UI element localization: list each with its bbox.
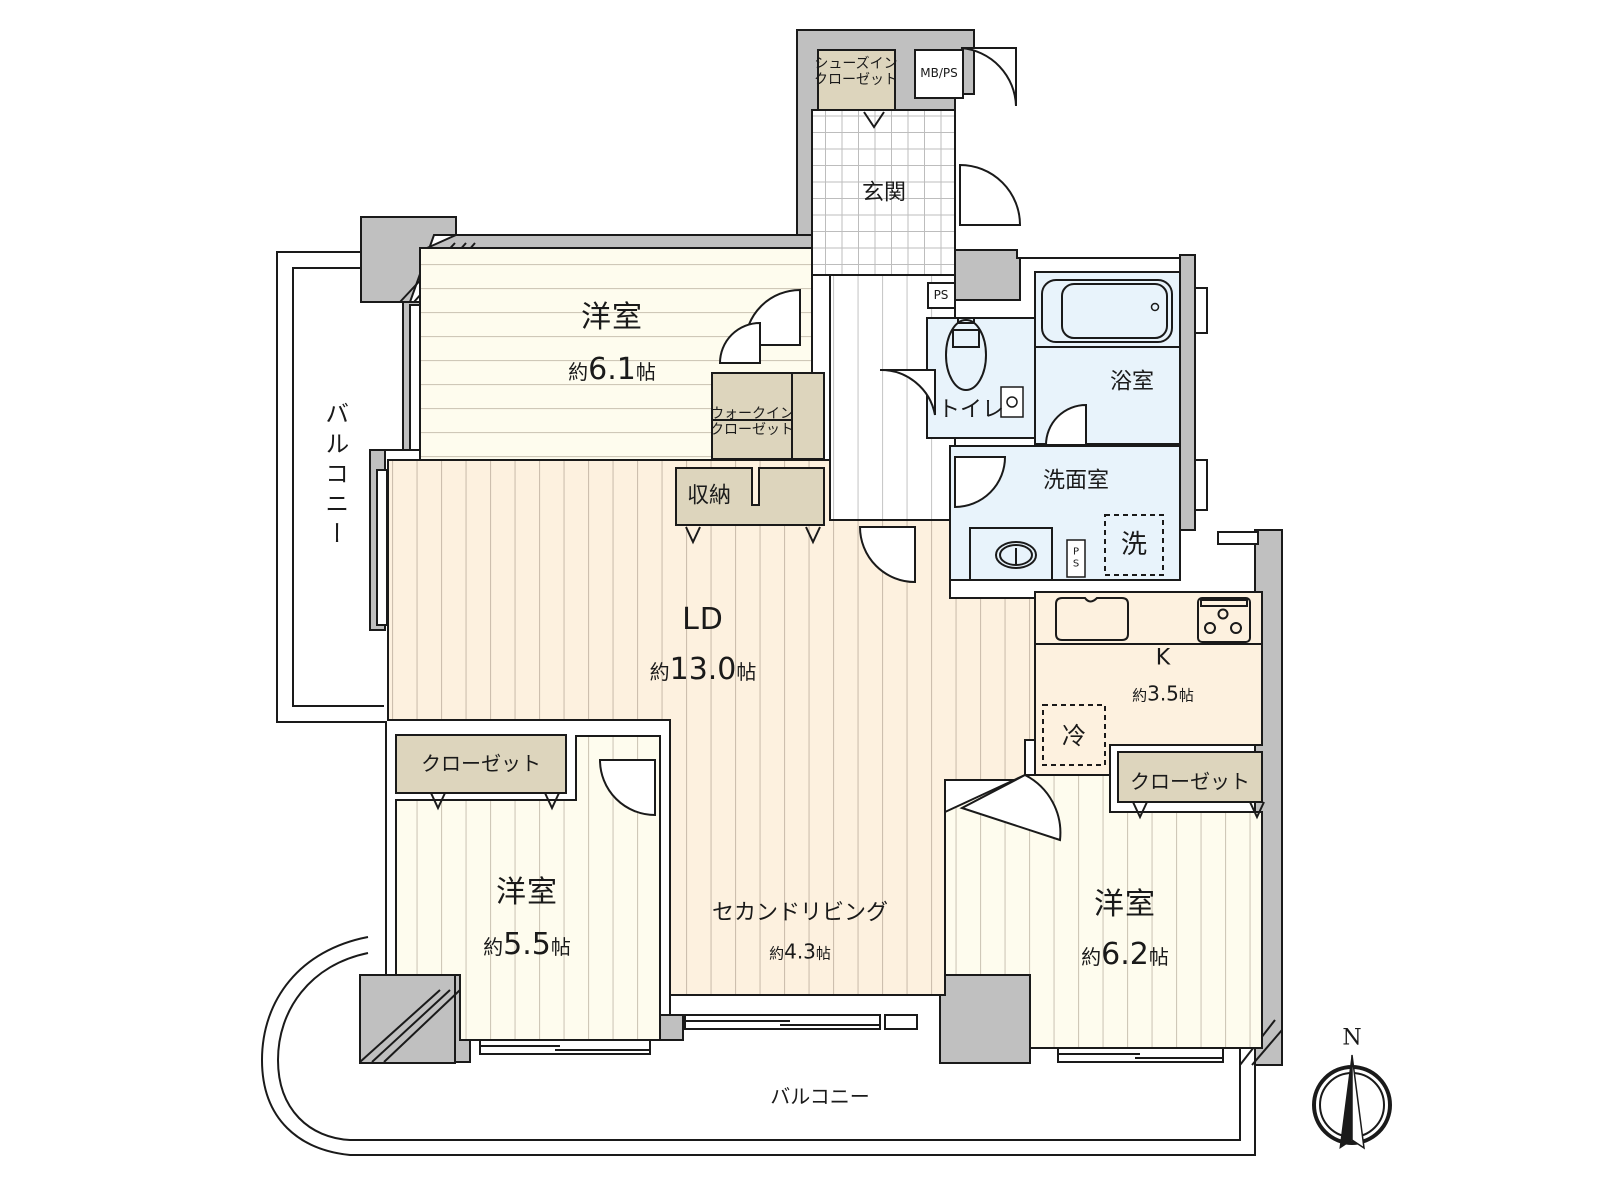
bedroom-north-name: 洋室 — [581, 299, 643, 335]
area-value: 4.3 — [784, 939, 816, 964]
bedroom-southwest-floor — [395, 735, 661, 1041]
area-unit: 帖 — [1148, 944, 1169, 969]
kitchen-name: K — [1155, 645, 1171, 671]
area-value: 13.0 — [669, 651, 737, 687]
shoe-closet — [817, 49, 896, 111]
bedroom-southeast-name: 洋室 — [1094, 886, 1156, 922]
door-bedroom-southwest — [598, 759, 656, 817]
compass-north-label: N — [1342, 1025, 1362, 1051]
storage-label: 収納 — [686, 483, 732, 509]
meter-box — [914, 49, 964, 99]
washroom-name: 洗面室 — [1042, 468, 1110, 494]
area-unit: 帖 — [736, 659, 757, 684]
shoe-closet-label: シューズイン クローゼット — [814, 56, 898, 88]
door-entrance — [959, 163, 1022, 226]
area-value: 6.1 — [588, 351, 636, 387]
walk-in-closet-label: ウォークイン クローゼット — [710, 406, 794, 438]
bedroom-southwest-area: 約5.5帖 — [483, 926, 571, 963]
meter-box-label: MB/PS — [920, 66, 958, 81]
door-toilet — [879, 368, 936, 416]
area-prefix: 約 — [483, 934, 504, 959]
ps-p: P — [1072, 546, 1080, 558]
bathroom-name: 浴室 — [1109, 369, 1155, 395]
bedroom-north-area: 約6.1帖 — [568, 351, 656, 388]
refrigerator-label: 冷 — [1062, 722, 1086, 751]
south-balcony — [260, 936, 1256, 1156]
refrigerator-space — [1042, 704, 1106, 766]
door-bathroom — [1044, 403, 1087, 446]
shoe-closet-line1: シューズイン — [814, 55, 898, 72]
walk-in-closet-line1: ウォークイン — [710, 405, 794, 422]
paper-holder-icon — [1000, 386, 1024, 418]
bathtub-icon — [1041, 279, 1173, 343]
area-unit: 帖 — [815, 944, 831, 963]
closet-southeast — [1117, 751, 1263, 803]
washing-machine-space — [1104, 514, 1164, 576]
entrance-name: 玄関 — [861, 180, 907, 206]
area-prefix: 約 — [649, 659, 670, 684]
area-prefix: 約 — [1081, 944, 1102, 969]
bedroom-southeast-floor — [944, 774, 1263, 1049]
washing-machine-label: 洗 — [1120, 530, 1148, 561]
second-living-name: セカンドリビング — [711, 900, 889, 926]
ps-s: S — [1072, 558, 1080, 569]
west-balcony — [276, 251, 384, 723]
door-washroom — [954, 456, 1007, 509]
area-value: 5.5 — [503, 926, 551, 962]
entrance-floor — [811, 109, 956, 276]
wash-basin-icon — [995, 541, 1037, 569]
pipe-space-box — [927, 282, 956, 309]
bedroom-southeast-area: 約6.2帖 — [1081, 936, 1169, 973]
shoe-closet-door-icon — [863, 111, 885, 129]
pipe-space-label: PS — [933, 288, 949, 303]
area-prefix: 約 — [1132, 686, 1148, 705]
door-meter-box — [960, 47, 1017, 107]
closet-southwest — [395, 734, 567, 794]
compass-icon — [1312, 1054, 1392, 1150]
shoe-closet-line2: クローゼット — [814, 72, 898, 88]
area-unit: 帖 — [1178, 686, 1194, 705]
closet-southwest-label: クローゼット — [421, 751, 541, 776]
pipe-space-box-washroom — [1066, 539, 1086, 578]
walk-in-closet — [711, 372, 825, 460]
toilet-icon — [945, 317, 987, 391]
pipe-space-washroom-label: P S — [1073, 547, 1079, 570]
area-unit: 帖 — [550, 934, 571, 959]
area-prefix: 約 — [769, 944, 785, 963]
stove-icon — [1197, 597, 1251, 643]
vanity-counter — [969, 527, 1053, 581]
area-value: 3.5 — [1147, 681, 1179, 706]
south-balcony-label: バルコニー — [770, 1084, 870, 1109]
kitchen-area: 約3.5帖 — [1132, 681, 1194, 706]
west-balcony-label: バルコニー — [320, 401, 349, 551]
area-value: 6.2 — [1101, 936, 1149, 972]
door-bedroom-southeast — [959, 773, 1062, 842]
closet-southeast-label: クローゼット — [1130, 769, 1250, 794]
storage — [675, 467, 825, 526]
door-walk-in-closet — [718, 321, 761, 364]
living-dining-name: LD — [682, 601, 724, 637]
living-dining-area: 約13.0帖 — [649, 651, 757, 688]
area-prefix: 約 — [568, 359, 589, 384]
bedroom-southwest-name: 洋室 — [496, 874, 558, 910]
area-unit: 帖 — [635, 359, 656, 384]
door-living — [858, 526, 916, 584]
toilet-name: トイレ — [937, 397, 1005, 423]
walk-in-closet-line2: クローゼット — [710, 422, 794, 438]
kitchen-sink-icon — [1055, 597, 1129, 641]
second-living-area: 約4.3帖 — [769, 939, 831, 964]
